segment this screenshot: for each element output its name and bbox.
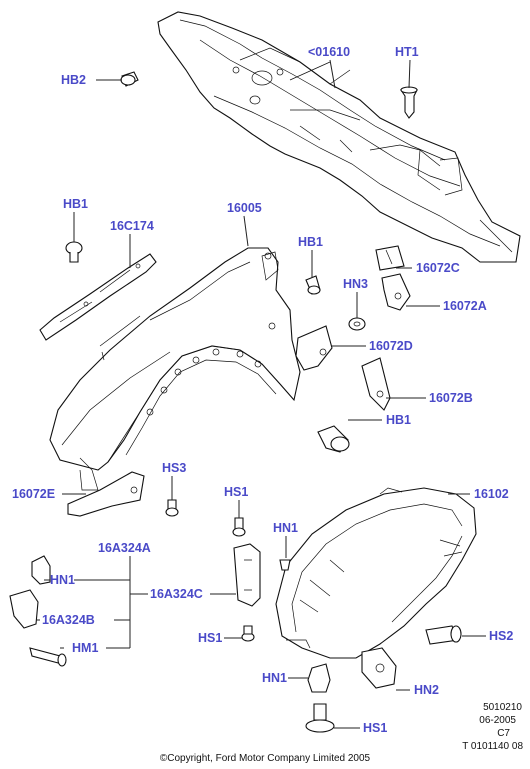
label-16072c: 16072C: [416, 261, 460, 275]
hn1-left-clip: [31, 555, 51, 585]
part-labels: HB2 <01610 HT1 HB1 16C174 16005 HB1 1607…: [12, 45, 513, 735]
hs1-top-screw: [232, 517, 246, 537]
label-01610: <01610: [308, 45, 350, 59]
hn1-mid-clip: [279, 559, 291, 571]
hm1-rivet: [29, 647, 67, 667]
label-hs1-low: HS1: [363, 721, 387, 735]
hb1-top-bolt: [65, 241, 83, 263]
label-16a324c: 16A324C: [150, 587, 203, 601]
ht1-clip: [399, 86, 418, 119]
label-16c174: 16C174: [110, 219, 154, 233]
16c174-strip: [39, 253, 157, 341]
16072a-bracket: [381, 273, 411, 311]
footer: 5010210 06-2005 C7 T 0101140 08 ©Copyrig…: [160, 702, 524, 764]
16a324c-bracket: [233, 543, 261, 607]
label-hb2: HB2: [61, 73, 86, 87]
label-hs1-mid: HS1: [198, 631, 222, 645]
label-hb1-low: HB1: [386, 413, 411, 427]
footer-ref: T 0101140 08: [462, 741, 523, 752]
label-hb1-mid: HB1: [298, 235, 323, 249]
leader-lines: [36, 59, 486, 729]
16072c-bracket: [375, 245, 405, 271]
wheel-arch-liner: [275, 487, 477, 659]
16a324b-bracket: [9, 589, 39, 629]
label-16072e: 16072E: [12, 487, 55, 501]
label-16072b: 16072B: [429, 391, 473, 405]
footer-code: 5010210: [483, 702, 522, 713]
label-hs1-top: HS1: [224, 485, 248, 499]
16072b-bracket: [361, 357, 391, 411]
label-hm1: HM1: [72, 641, 98, 655]
label-16072d: 16072D: [369, 339, 413, 353]
label-hs2: HS2: [489, 629, 513, 643]
hs1-mid-screw: [241, 625, 255, 642]
16072e-bracket: [67, 471, 145, 517]
label-hn1-left: HN1: [50, 573, 75, 587]
hs1-low-screw: [305, 703, 335, 733]
hn1-low-clip: [307, 663, 331, 693]
label-hn3: HN3: [343, 277, 368, 291]
hb1-mid-bolt: [305, 275, 321, 295]
hn2-bracket: [361, 647, 397, 689]
copyright: ©Copyright, Ford Motor Company Limited 2…: [160, 753, 371, 764]
label-16a324b: 16A324B: [42, 613, 95, 627]
hb2-bolt: [120, 71, 139, 87]
hn3-nut: [348, 317, 366, 331]
hs2-bolt: [425, 625, 462, 645]
hs3-screw: [165, 499, 179, 517]
label-hs3: HS3: [162, 461, 186, 475]
label-16a324a: 16A324A: [98, 541, 151, 555]
footer-date: 06-2005: [479, 715, 516, 726]
label-hb1-top: HB1: [63, 197, 88, 211]
hb1-low-bolt: [317, 425, 350, 453]
label-ht1: HT1: [395, 45, 419, 59]
label-hn1-low: HN1: [262, 671, 287, 685]
front-fender: [49, 247, 301, 491]
label-hn1-mid: HN1: [273, 521, 298, 535]
label-16072a: 16072A: [443, 299, 487, 313]
16072d-bracket: [295, 325, 333, 371]
footer-rev: C7: [497, 728, 510, 739]
label-hn2: HN2: [414, 683, 439, 697]
dash-panel-assembly: [157, 11, 521, 263]
label-16102: 16102: [474, 487, 509, 501]
label-16005: 16005: [227, 201, 262, 215]
